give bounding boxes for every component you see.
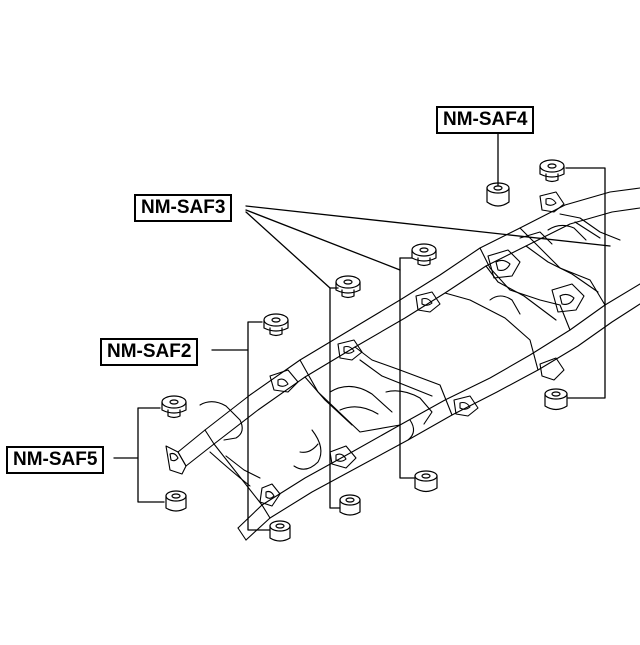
bracket-saf3-left <box>329 287 341 509</box>
bracket-saf2 <box>211 321 271 531</box>
rear-pad-right <box>551 283 585 313</box>
bracket-mid-2 <box>337 339 363 361</box>
bushing-saf3-b <box>335 275 361 299</box>
bracket-mid-3 <box>415 291 441 313</box>
crossmember-4 <box>444 292 539 371</box>
front-crossmember <box>204 429 271 519</box>
right-rail-inner <box>245 303 640 541</box>
leader-saf3-1 <box>245 205 611 247</box>
rear-pad-left <box>487 249 521 279</box>
bushing-saf2-top <box>263 313 289 337</box>
bushings <box>161 159 568 542</box>
chassis-frame <box>165 187 640 541</box>
bushing-saf5-bottom <box>165 490 187 512</box>
bushing-saf3-a <box>411 243 437 267</box>
part-label-saf2: NM-SAF2 <box>100 338 199 366</box>
leader-saf3-3 <box>245 211 331 289</box>
part-label-saf4: NM-SAF4 <box>436 106 535 134</box>
part-label-saf5: NM-SAF5 <box>6 446 105 474</box>
bracket-front-left <box>165 445 187 475</box>
left-rail-outer <box>177 187 640 453</box>
leader-lines <box>113 133 611 531</box>
crossmember-2 <box>299 359 401 433</box>
bracket-right-1 <box>329 445 357 469</box>
bushing-saf3-d <box>339 494 361 516</box>
bracket-rear-1 <box>539 191 565 213</box>
part-label-saf3: NM-SAF3 <box>134 194 233 222</box>
leader-saf3-2 <box>245 209 401 271</box>
bushing-rear-top <box>539 159 565 183</box>
bushing-saf3-c <box>414 470 438 493</box>
bushing-saf2-bottom <box>269 520 291 542</box>
bushing-rear-bottom <box>544 388 568 411</box>
bushing-saf5-top <box>161 395 187 419</box>
bracket-saf3-right <box>399 257 415 479</box>
bracket-saf5 <box>113 407 165 503</box>
right-rail-outer <box>237 283 640 529</box>
bracket-right-2 <box>453 395 479 417</box>
bracket-rear-right <box>565 167 606 399</box>
bracket-mid-1 <box>269 369 299 393</box>
